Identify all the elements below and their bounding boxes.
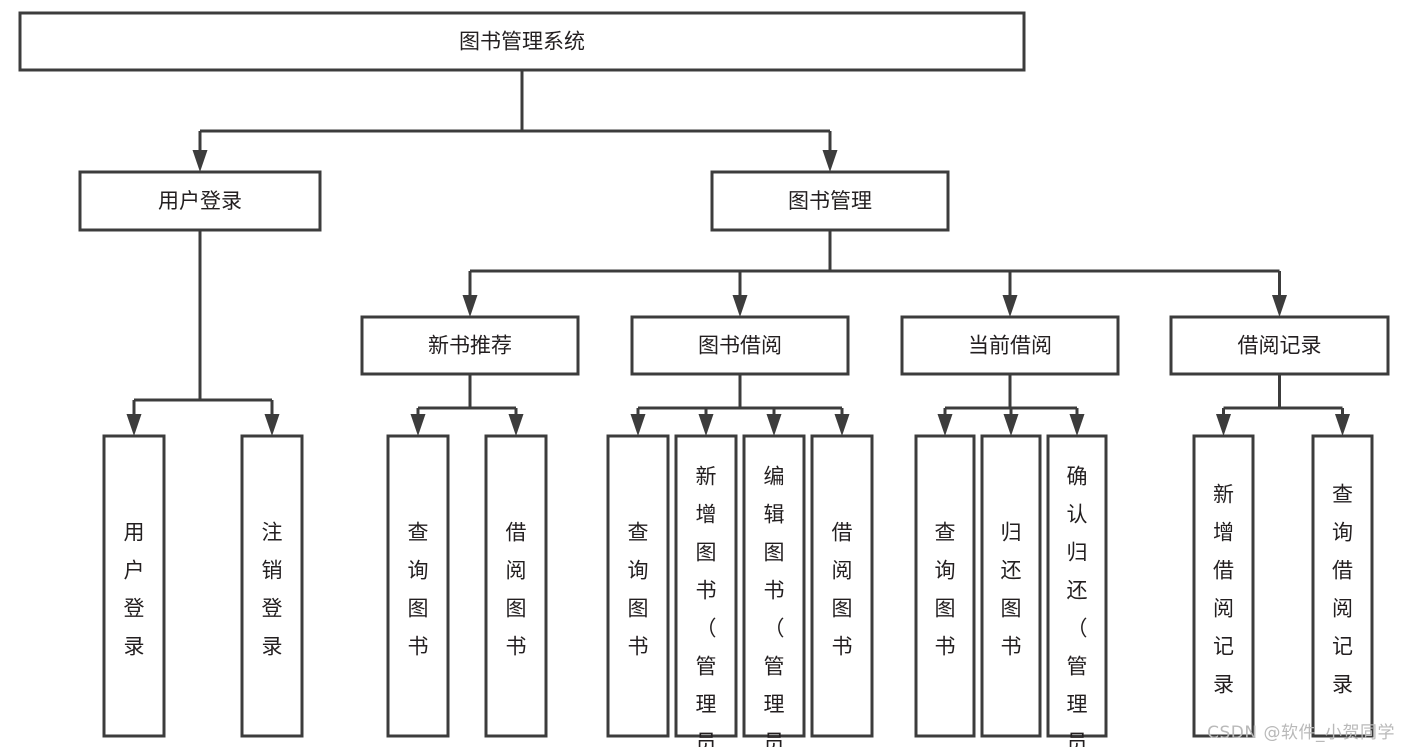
node-label: 归还图书	[1001, 521, 1022, 659]
connector-group-newrec	[410, 374, 524, 436]
node-leaf-records-2[interactable]: 查询借阅记录	[1311, 434, 1374, 738]
connector-group-records	[1216, 374, 1350, 436]
node-label: 新增借阅记录	[1213, 483, 1234, 697]
node-leaf-current-2[interactable]: 归还图书	[980, 434, 1042, 738]
node-label: 图书管理	[788, 189, 872, 213]
node-label: 查询借阅记录	[1332, 483, 1353, 697]
node-leaf-current-1[interactable]: 查询图书	[914, 434, 976, 738]
connector-group-current	[937, 374, 1085, 436]
node-layer: 图书管理系统用户登录图书管理新书推荐图书借阅当前借阅借阅记录用户登录注销登录查询…	[18, 11, 1390, 747]
node-label: 新书推荐	[428, 334, 512, 358]
node-leaf-borrow-1[interactable]: 查询图书	[606, 434, 670, 738]
node-leaf-records-1[interactable]: 新增借阅记录	[1192, 434, 1255, 738]
connector-group-borrow	[630, 374, 850, 436]
node-label: 注销登录	[262, 521, 283, 659]
node-label: 查询图书	[628, 521, 649, 659]
node-records[interactable]: 借阅记录	[1169, 315, 1390, 376]
node-label: 新增图书（管理员）	[696, 465, 717, 747]
node-label: 查询图书	[408, 521, 429, 659]
csdn-watermark: CSDN @软件_小贺同学	[1207, 723, 1395, 743]
node-label: 编辑图书（管理员）	[764, 465, 785, 747]
node-label: 用户登录	[124, 521, 145, 659]
connector-group-bookmgr	[462, 230, 1287, 317]
node-root[interactable]: 图书管理系统	[18, 11, 1026, 72]
node-label: 借阅图书	[832, 521, 853, 659]
node-label: 当前借阅	[968, 334, 1052, 358]
node-label: 图书借阅	[698, 334, 782, 358]
connector-group-login	[126, 230, 280, 436]
node-label: 查询图书	[935, 521, 956, 659]
node-label: 图书管理系统	[459, 30, 585, 54]
node-leaf-current-3[interactable]: 确认归还（管理员）	[1046, 434, 1108, 747]
node-leaf-login-2[interactable]: 注销登录	[240, 434, 304, 738]
connector-layer	[126, 70, 1350, 436]
node-label: 借阅记录	[1238, 334, 1322, 358]
connector-group-root	[192, 70, 838, 172]
node-borrow[interactable]: 图书借阅	[630, 315, 850, 376]
node-label: 确认归还（管理员）	[1067, 465, 1088, 747]
node-newrec[interactable]: 新书推荐	[360, 315, 580, 376]
node-leaf-borrow-2[interactable]: 新增图书（管理员）	[674, 434, 738, 747]
node-login[interactable]: 用户登录	[78, 170, 322, 232]
node-leaf-borrow-4[interactable]: 借阅图书	[810, 434, 874, 738]
node-leaf-newrec-2[interactable]: 借阅图书	[484, 434, 548, 738]
node-leaf-login-1[interactable]: 用户登录	[102, 434, 166, 738]
node-label: 借阅图书	[506, 521, 527, 659]
node-leaf-newrec-1[interactable]: 查询图书	[386, 434, 450, 738]
node-current[interactable]: 当前借阅	[900, 315, 1120, 376]
node-label: 用户登录	[158, 189, 242, 213]
node-bookmgr[interactable]: 图书管理	[710, 170, 950, 232]
node-leaf-borrow-3[interactable]: 编辑图书（管理员）	[742, 434, 806, 747]
